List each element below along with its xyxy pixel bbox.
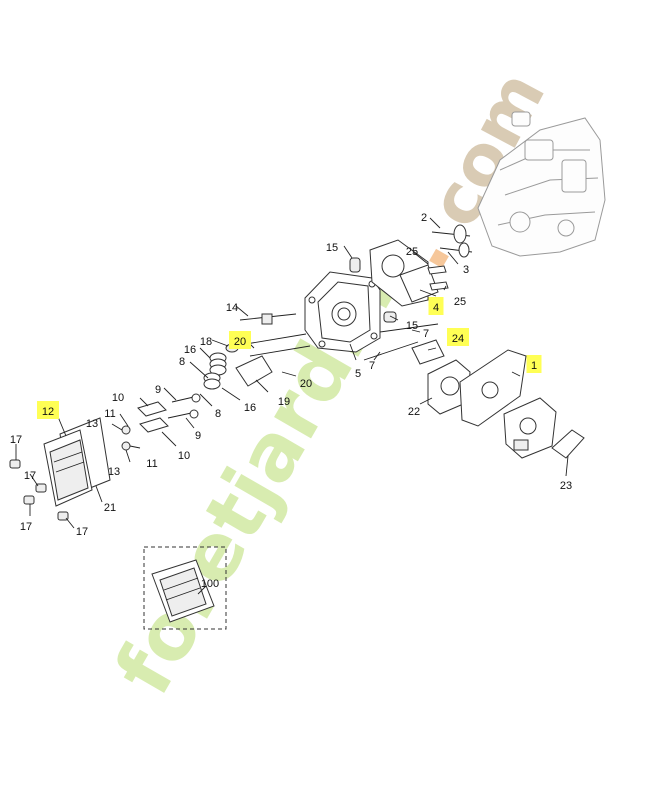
callout-number: 10: [112, 392, 124, 404]
callout-number: 20: [300, 378, 312, 390]
callout-7: 7: [423, 328, 429, 340]
valve-springs: [203, 352, 227, 390]
callout-number: 12: [42, 406, 54, 418]
callout-21: 21: [104, 502, 116, 514]
callout-number: 13: [108, 466, 120, 478]
callout-5: 5: [355, 368, 361, 380]
callout-9: 9: [195, 430, 201, 442]
intake-insulator: [427, 359, 471, 415]
leader-lines: [15, 217, 569, 595]
callout-number: 15: [326, 242, 338, 254]
callout-number: 19: [278, 396, 290, 408]
callout-9: 9: [155, 384, 161, 396]
callout-number: 25: [406, 246, 418, 258]
callout-2: 2: [421, 212, 427, 224]
callout-13: 13: [108, 466, 120, 478]
callout-8: 8: [179, 356, 185, 368]
callout-number: 20: [234, 336, 246, 348]
callout-number: 23: [560, 480, 572, 492]
callout-4: 4: [428, 297, 444, 315]
callout-17: 17: [10, 434, 22, 446]
callout-20: 20: [229, 331, 251, 349]
callout-18: 18: [200, 336, 212, 348]
callout-highlight: [229, 331, 251, 349]
callout-number: 4: [433, 302, 439, 314]
callout-number: 15: [406, 320, 418, 332]
callout-number: 5: [355, 368, 361, 380]
callout-15: 15: [326, 242, 338, 254]
callout-number: 8: [179, 356, 185, 368]
callout-17: 17: [24, 470, 36, 482]
callout-number: 7: [423, 328, 429, 340]
valve-cover-assembly: [143, 546, 227, 630]
callout-16: 16: [244, 402, 256, 414]
cylinder-head-part: [304, 271, 381, 353]
callout-number: 7: [369, 360, 375, 372]
callout-number: 21: [104, 502, 116, 514]
callout-11: 11: [104, 408, 115, 420]
callout-highlight: [526, 355, 542, 373]
callout-number: 13: [86, 418, 98, 430]
callout-8: 8: [215, 408, 221, 420]
callout-number: 10: [178, 450, 190, 462]
callout-number: 17: [24, 470, 36, 482]
callout-number: 22: [408, 406, 420, 418]
callout-number: 9: [195, 430, 201, 442]
callout-15: 15: [406, 320, 418, 332]
callout-number: 11: [104, 408, 115, 420]
callout-23: 23: [560, 480, 572, 492]
callout-19: 19: [278, 396, 290, 408]
callout-13: 13: [86, 418, 98, 430]
callout-number: 17: [76, 526, 88, 538]
callout-number: 17: [20, 521, 32, 533]
dowel-pin-mid: [383, 311, 397, 323]
callout-number: 16: [244, 402, 256, 414]
callout-10: 10: [112, 392, 124, 404]
gasket-24: [411, 339, 445, 365]
callout-24: 24: [447, 328, 469, 346]
callout-highlight: [428, 297, 444, 315]
callout-14: 14: [226, 302, 238, 314]
dowel-pin-top: [349, 257, 361, 273]
callout-number: 11: [146, 458, 157, 470]
callout-22: 22: [408, 406, 420, 418]
callout-25: 25: [406, 246, 418, 258]
callout-number: 3: [463, 264, 469, 276]
callout-number: 24: [452, 333, 464, 345]
callout-17: 17: [76, 526, 88, 538]
guide-plate: [235, 355, 273, 387]
callout-3: 3: [463, 264, 469, 276]
callout-number: 16: [184, 344, 196, 356]
callout-17: 17: [20, 521, 32, 533]
cover-screws: [9, 459, 69, 521]
callout-number: 25: [454, 296, 466, 308]
callout-1: 1: [526, 355, 542, 373]
callout-number: 8: [215, 408, 221, 420]
callout-25: 25: [454, 296, 466, 308]
callout-7: 7: [369, 360, 375, 372]
callout-number: 1: [531, 360, 537, 372]
callout-number: 17: [10, 434, 22, 446]
callout-100: 100: [201, 578, 219, 590]
engine-block-illustration: [477, 111, 606, 257]
callout-number: 18: [200, 336, 212, 348]
carburetor: [503, 397, 557, 459]
callout-20: 20: [300, 378, 312, 390]
callout-number: 2: [421, 212, 427, 224]
callout-16: 16: [184, 344, 196, 356]
callout-number: 14: [226, 302, 238, 314]
callout-10: 10: [178, 450, 190, 462]
callout-11: 11: [146, 458, 157, 470]
callout-number: 9: [155, 384, 161, 396]
callout-number: 100: [201, 578, 219, 590]
callout-labels: 1234577889910101111121313141515161617171…: [10, 212, 572, 590]
callout-highlight: [37, 401, 59, 419]
valve-cover: [43, 429, 93, 507]
carburetor-gasket: [551, 429, 585, 459]
parts: [9, 224, 585, 630]
callout-12: 12: [37, 401, 59, 419]
callout-highlight: [447, 328, 469, 346]
